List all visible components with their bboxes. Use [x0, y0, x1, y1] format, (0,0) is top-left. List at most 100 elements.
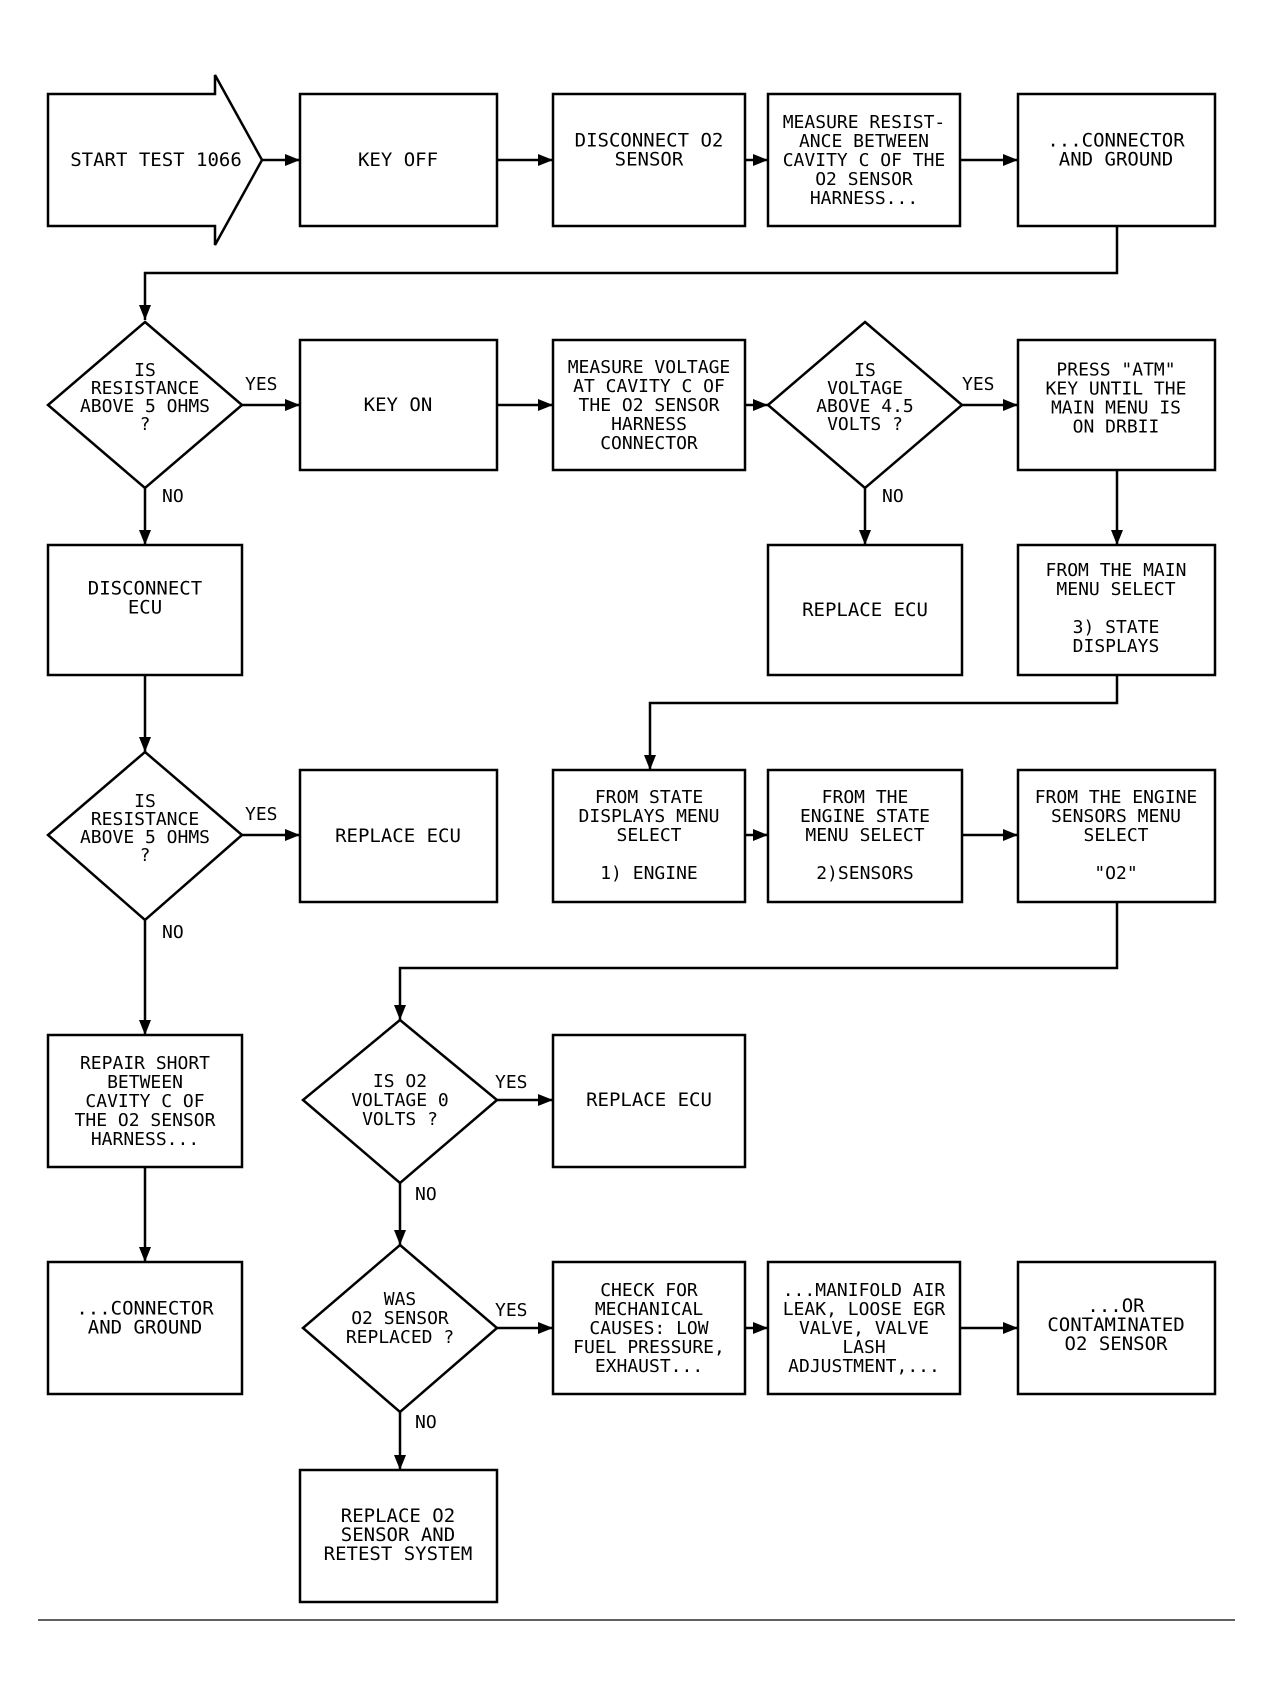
- label-line: ENGINE STATE: [800, 806, 930, 827]
- label-line: ADJUSTMENT,...: [788, 1356, 940, 1377]
- node-replace-ecu-2: REPLACE ECU: [298, 768, 499, 904]
- label-line: KEY UNTIL THE: [1046, 379, 1187, 400]
- label-line: FROM THE ENGINE: [1035, 787, 1198, 808]
- label-line: ...OR: [1087, 1295, 1145, 1317]
- label-line: SENSORS MENU: [1051, 806, 1181, 827]
- edge-enginesensors-decisiono2: [394, 902, 1119, 1020]
- edge-mainmenu-statedisplays: [644, 675, 1119, 770]
- label-line: SELECT: [1083, 825, 1148, 846]
- label-line: ECU: [128, 597, 162, 619]
- edge-labels: YES YES YES YES YES NO NO NO NO NO: [162, 374, 995, 1433]
- label-line: FUEL PRESSURE,: [573, 1337, 725, 1358]
- label-line: RETEST SYSTEM: [324, 1543, 473, 1565]
- label-line: CAVITY C OF: [85, 1091, 204, 1112]
- label-line: ABOVE 5 OHMS: [80, 827, 210, 848]
- node-key-off-label: KEY OFF: [358, 149, 438, 171]
- label-line: IS O2: [373, 1071, 427, 1092]
- label-line: 1) ENGINE: [600, 863, 698, 884]
- label-line: KEY OFF: [358, 149, 438, 171]
- label-line: FROM THE MAIN: [1046, 560, 1187, 581]
- node-key-on: KEY ON: [298, 338, 499, 472]
- edge-label-yes: YES: [245, 804, 278, 825]
- label-line: ?: [140, 845, 151, 866]
- label-line: AND GROUND: [1059, 149, 1173, 171]
- label-line: HARNESS...: [810, 188, 918, 209]
- label-line: VOLTS ?: [362, 1109, 438, 1130]
- node-key-off: KEY OFF: [298, 92, 499, 228]
- label-line: THE O2 SENSOR: [75, 1110, 216, 1131]
- label-line: VALVE, VALVE: [799, 1318, 929, 1339]
- edge-label-yes: YES: [495, 1300, 528, 1321]
- label-line: CAVITY C OF THE: [783, 150, 946, 171]
- label-line: O2 SENSOR: [1065, 1333, 1169, 1355]
- label-line: IS: [134, 791, 156, 812]
- edge-connector-decision1: [139, 226, 1119, 320]
- label-line: LASH: [842, 1337, 885, 1358]
- label-line: REPLACED ?: [346, 1327, 454, 1348]
- label-line: ABOVE 4.5: [816, 396, 914, 417]
- label-line: REPLACE ECU: [802, 599, 928, 621]
- edge-label-no: NO: [162, 486, 184, 507]
- node-replace-ecu-3: REPLACE ECU: [551, 1033, 747, 1169]
- label-line: CONTAMINATED: [1047, 1314, 1184, 1336]
- label-line: ON DRBII: [1073, 417, 1160, 438]
- label-line: VOLTAGE: [827, 378, 903, 399]
- label-line: REPAIR SHORT: [80, 1053, 210, 1074]
- label-line: REPLACE ECU: [586, 1089, 712, 1111]
- label-line: VOLTAGE 0: [351, 1090, 449, 1111]
- label-line: MAIN MENU IS: [1051, 398, 1181, 419]
- label-line: HARNESS...: [91, 1129, 199, 1150]
- label-line: AND GROUND: [88, 1317, 202, 1339]
- label-line: MENU SELECT: [1056, 579, 1175, 600]
- node-replace-ecu-3-label: REPLACE ECU: [586, 1089, 712, 1111]
- edge-label-yes: YES: [495, 1072, 528, 1093]
- label-line: BETWEEN: [107, 1072, 183, 1093]
- connectors: [139, 154, 1123, 1470]
- label-line: AT CAVITY C OF: [573, 376, 725, 397]
- label-line: ?: [140, 414, 151, 435]
- edge-label-yes: YES: [245, 374, 278, 395]
- label-line: MEASURE VOLTAGE: [568, 357, 731, 378]
- label-line: IS: [854, 360, 876, 381]
- label-line: WAS: [384, 1289, 417, 1310]
- label-line: DISPLAYS MENU: [579, 806, 720, 827]
- label-line: DISPLAYS: [1073, 636, 1160, 657]
- label-line: CHECK FOR: [600, 1280, 698, 1301]
- label-line: FROM STATE: [595, 787, 703, 808]
- node-replace-ecu-1-label: REPLACE ECU: [802, 599, 928, 621]
- node-replace-ecu-1: REPLACE ECU: [766, 543, 964, 677]
- label-line: REPLACE ECU: [335, 825, 461, 847]
- edge-label-no: NO: [162, 922, 184, 943]
- label-line: SENSOR AND: [341, 1524, 455, 1546]
